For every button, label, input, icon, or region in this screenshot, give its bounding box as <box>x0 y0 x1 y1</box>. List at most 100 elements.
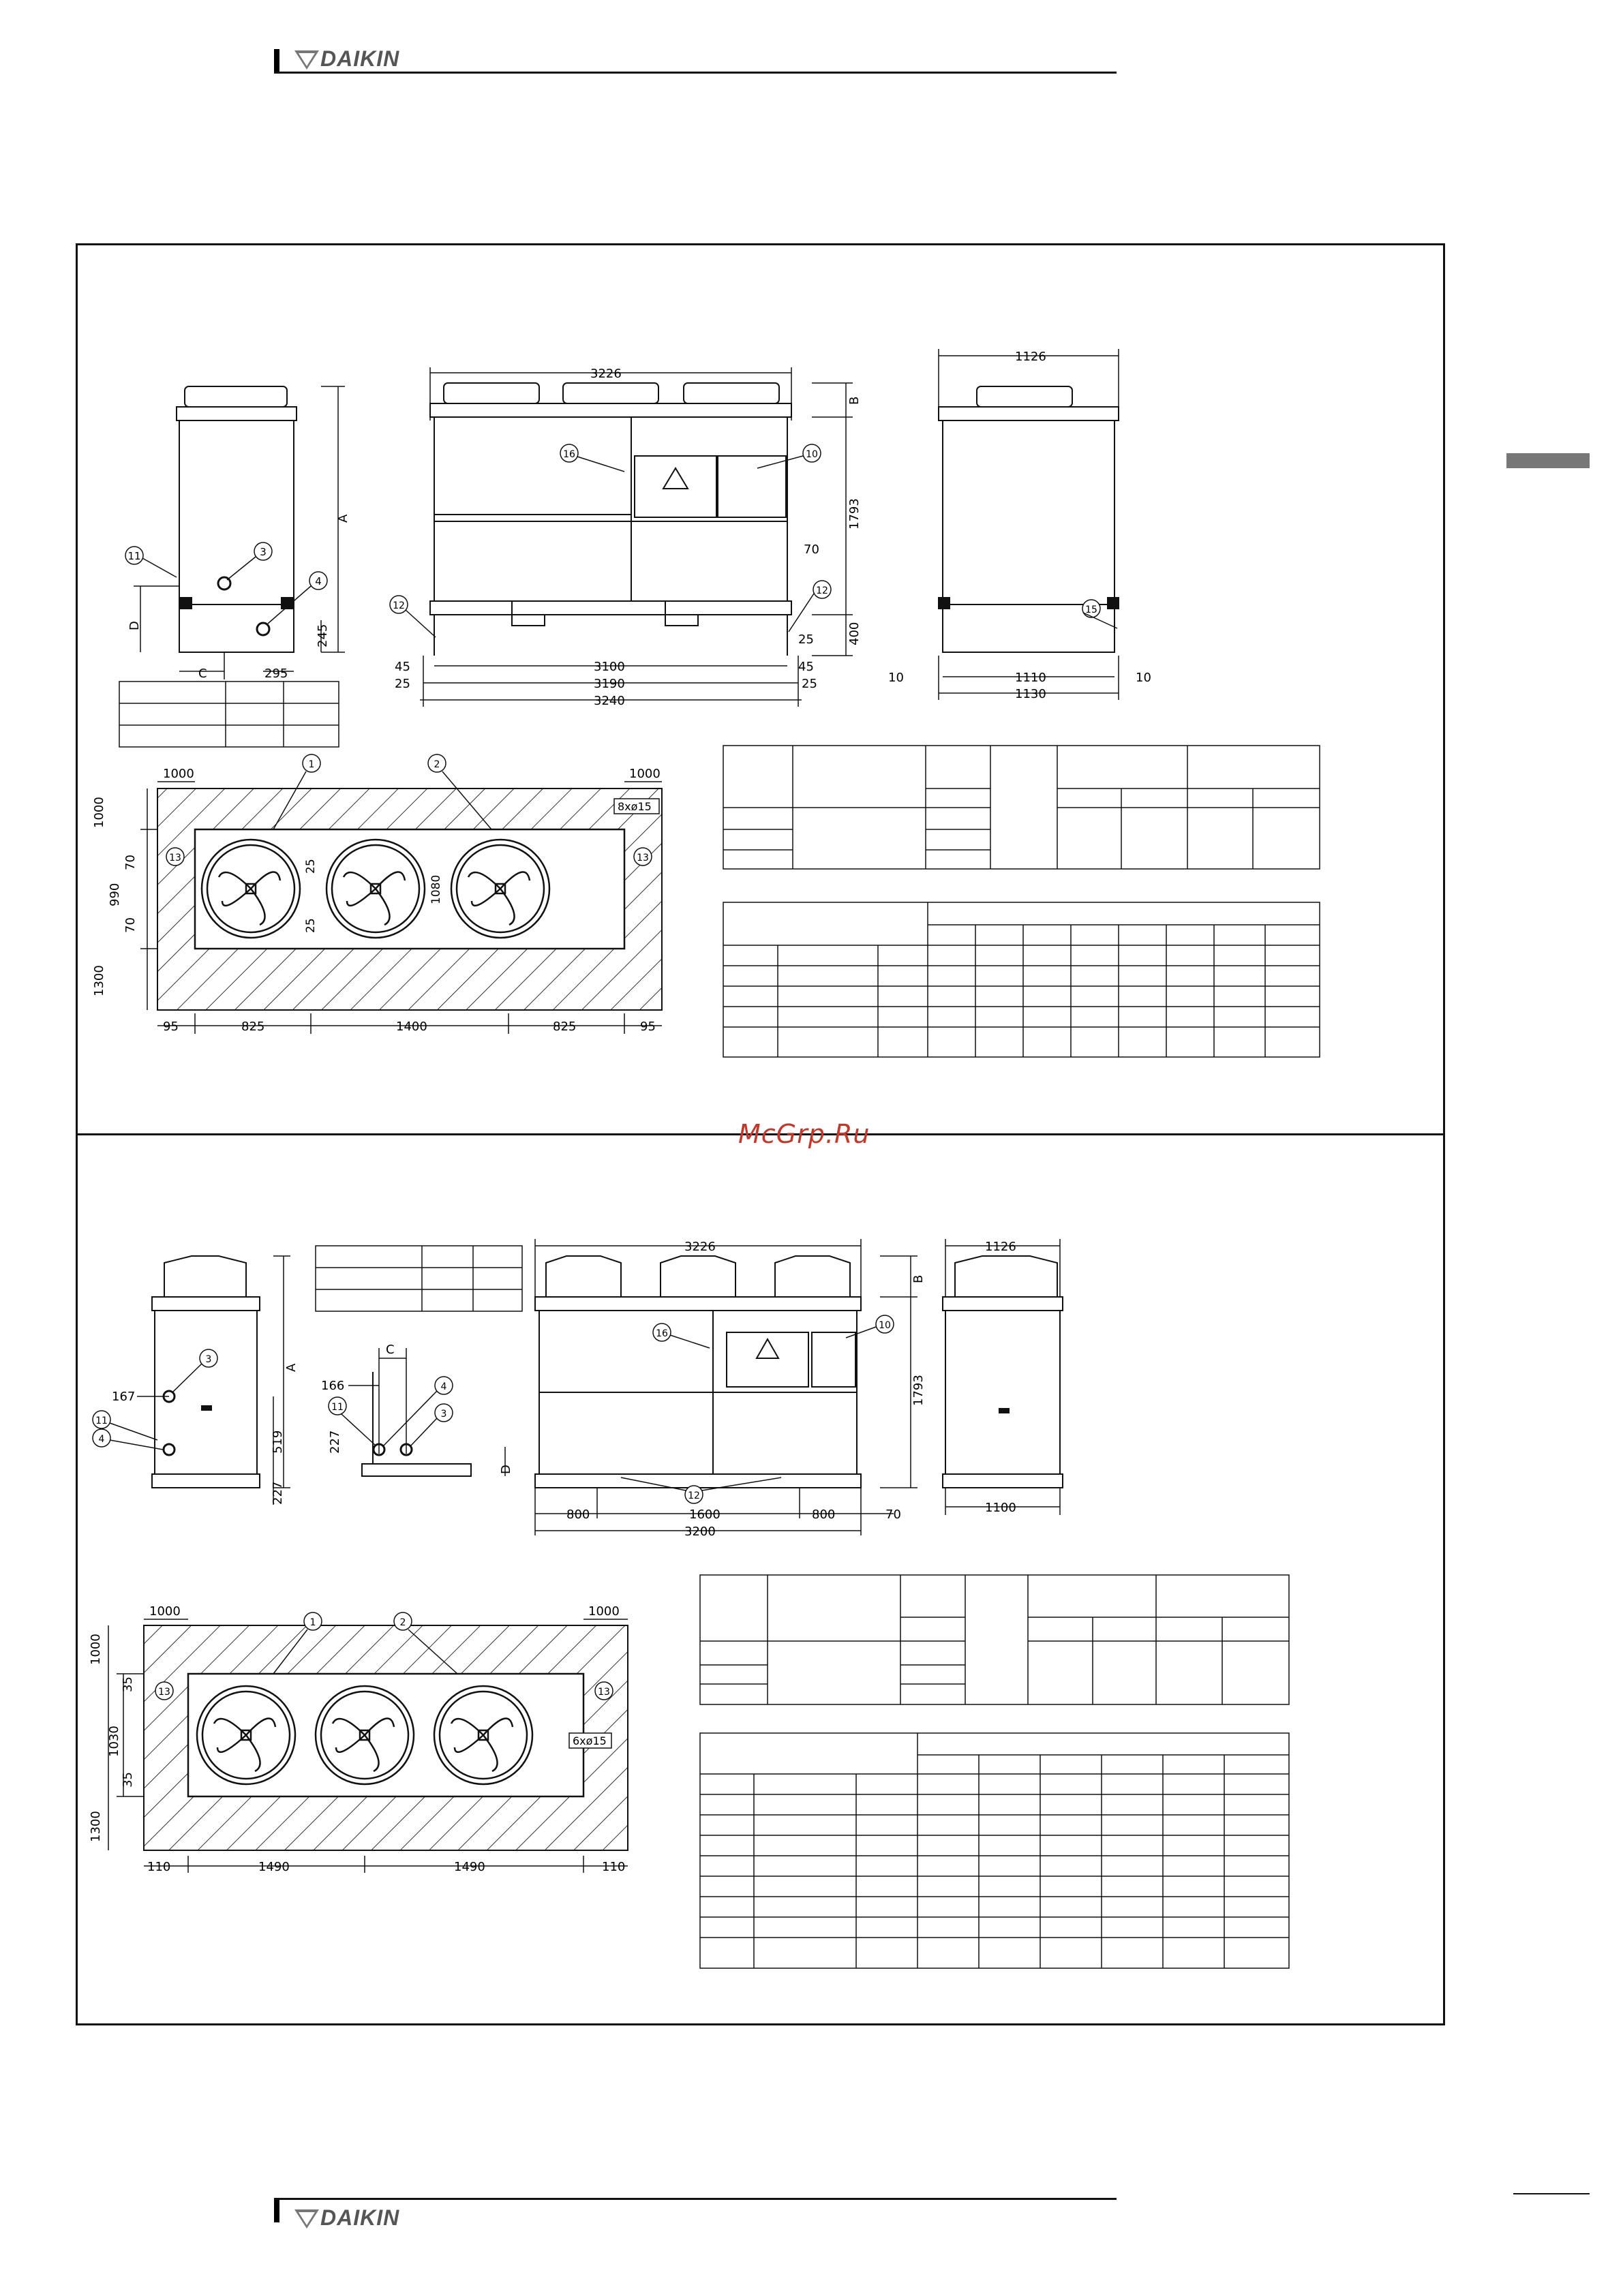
footer-brand: DAIKIN <box>320 2205 400 2230</box>
drawing-bottom-svg: A 167 519 227 3 11 4 C 166 227 <box>89 1239 1290 1969</box>
plan-1000c-top: 1000 <box>92 797 106 828</box>
callout-12b-top <box>788 580 832 632</box>
dim-45a: 45 <box>395 660 410 674</box>
header-brand-bar <box>274 49 279 74</box>
footer-right-rule <box>1513 2193 1590 2194</box>
front-view-b <box>534 1255 862 1488</box>
callout-13a-label: 13 <box>169 853 181 863</box>
callout-15-label: 15 <box>1085 604 1097 615</box>
callout-4b-b-label: 4 <box>441 1381 447 1392</box>
dim-label-C: C <box>198 667 207 681</box>
plan-95b-top: 95 <box>640 1020 656 1034</box>
dim-1130: 1130 <box>1015 687 1046 701</box>
dim-3100: 3100 <box>594 660 625 674</box>
callout-3a-b <box>172 1349 218 1393</box>
plan-35a-bottom: 35 <box>121 1677 135 1692</box>
dim-3200: 3200 <box>684 1525 716 1539</box>
plan-dims-bottom <box>108 1619 628 1873</box>
callout-4a-b <box>92 1428 164 1450</box>
callout-16-b <box>652 1323 710 1349</box>
callout-1-label: 1 <box>309 759 315 770</box>
plan-1000a-top: 1000 <box>163 767 194 781</box>
dim-label-C-b: C <box>386 1343 395 1357</box>
callout-12a-top <box>389 595 436 638</box>
plan-1300-top: 1300 <box>92 965 106 996</box>
plan-1030-bottom: 1030 <box>107 1726 121 1757</box>
side-tab <box>1506 453 1590 468</box>
callout-12b-label: 12 <box>816 585 828 596</box>
dim-1126-b: 1126 <box>985 1240 1016 1254</box>
dim-245: 245 <box>316 624 330 647</box>
callout-16-top <box>560 444 625 472</box>
plan-70a-top: 70 <box>123 855 138 870</box>
dim-519: 519 <box>271 1430 285 1454</box>
side-view-right-dims <box>938 349 1119 700</box>
plan-35b-bottom: 35 <box>121 1772 135 1788</box>
dim-70-top: 70 <box>804 542 819 557</box>
callout-12-b <box>620 1477 782 1504</box>
plan-25b-top: 25 <box>304 918 318 933</box>
callout-4-label: 4 <box>315 575 322 587</box>
callout-12a-label: 12 <box>393 600 405 611</box>
dim-25c: 25 <box>798 632 814 647</box>
dim-25a: 25 <box>395 677 410 691</box>
side-view-right-b-dims <box>945 1239 1061 1515</box>
drawing-frame-bottom <box>76 1133 1445 2025</box>
callout-11a-b <box>92 1410 158 1441</box>
plan-1000c-bottom: 1000 <box>89 1634 103 1665</box>
watermark: McGrp.Ru <box>738 1119 870 1149</box>
dim-167: 167 <box>112 1390 135 1404</box>
dim-label-D-b: D <box>499 1465 513 1474</box>
holes-box-bottom <box>568 1732 612 1749</box>
callout-10-b <box>845 1315 894 1338</box>
plan-110b-bottom: 110 <box>602 1860 625 1874</box>
dim-label-B-b: B <box>911 1275 926 1283</box>
daikin-logo-icon <box>294 50 319 70</box>
callout-11-label: 11 <box>127 550 140 562</box>
plan-1300-bottom: 1300 <box>89 1811 103 1842</box>
callout-11a-b-label: 11 <box>95 1415 108 1426</box>
plan-825a-top: 825 <box>241 1020 264 1034</box>
connection-detail <box>361 1372 472 1477</box>
callout-1-b-label: 1 <box>310 1617 316 1628</box>
callout-13b-label: 13 <box>637 853 649 863</box>
plan-990-top: 990 <box>108 883 122 906</box>
callout-11-top <box>125 546 177 578</box>
table-bottom-1 <box>699 1574 1290 1705</box>
side-view-left-dims <box>134 386 345 679</box>
drawing-top-svg: A D C 295 245 11 3 4 <box>92 349 1320 1058</box>
callout-11b-b <box>328 1396 376 1446</box>
dim-227a: 227 <box>271 1482 285 1505</box>
callout-16-b-label: 16 <box>656 1328 668 1339</box>
dim-label-A: A <box>336 514 350 523</box>
daikin-logo-icon-footer <box>294 2209 319 2229</box>
dim-70-b: 70 <box>885 1507 901 1522</box>
table-top-1 <box>723 745 1320 870</box>
dim-label-B-top: B <box>847 397 862 405</box>
plan-1490b-bottom: 1490 <box>454 1860 485 1874</box>
table-bottom-2 <box>699 1732 1290 1969</box>
dim-1100: 1100 <box>985 1501 1016 1515</box>
small-table-top <box>119 681 339 748</box>
callout-13b-b <box>594 1681 613 1700</box>
holes-box-top <box>613 798 660 814</box>
callout-2-label: 2 <box>434 759 440 770</box>
header-rule <box>274 72 1117 74</box>
holes-label-bottom: 6xø15 <box>573 1734 607 1747</box>
callout-4a-b-label: 4 <box>99 1434 105 1445</box>
callout-15-top <box>1082 599 1118 629</box>
plan-unit-outline-bottom <box>187 1672 585 1798</box>
side-view-left <box>176 386 297 653</box>
callout-3-top <box>226 542 273 581</box>
dim-25b: 25 <box>802 677 817 691</box>
footer-rule <box>274 2198 1117 2200</box>
callout-13a-b-label: 13 <box>158 1687 170 1698</box>
header-brand: DAIKIN <box>320 46 400 71</box>
callout-4-top <box>267 571 328 624</box>
dim-label-A-b: A <box>284 1363 299 1372</box>
plan-1080-top: 1080 <box>429 875 443 904</box>
callout-3b-b-label: 3 <box>441 1409 447 1420</box>
dim-400-top: 400 <box>847 622 862 645</box>
callout-2-b-label: 2 <box>400 1617 406 1628</box>
plan-dims-top <box>140 781 662 1034</box>
